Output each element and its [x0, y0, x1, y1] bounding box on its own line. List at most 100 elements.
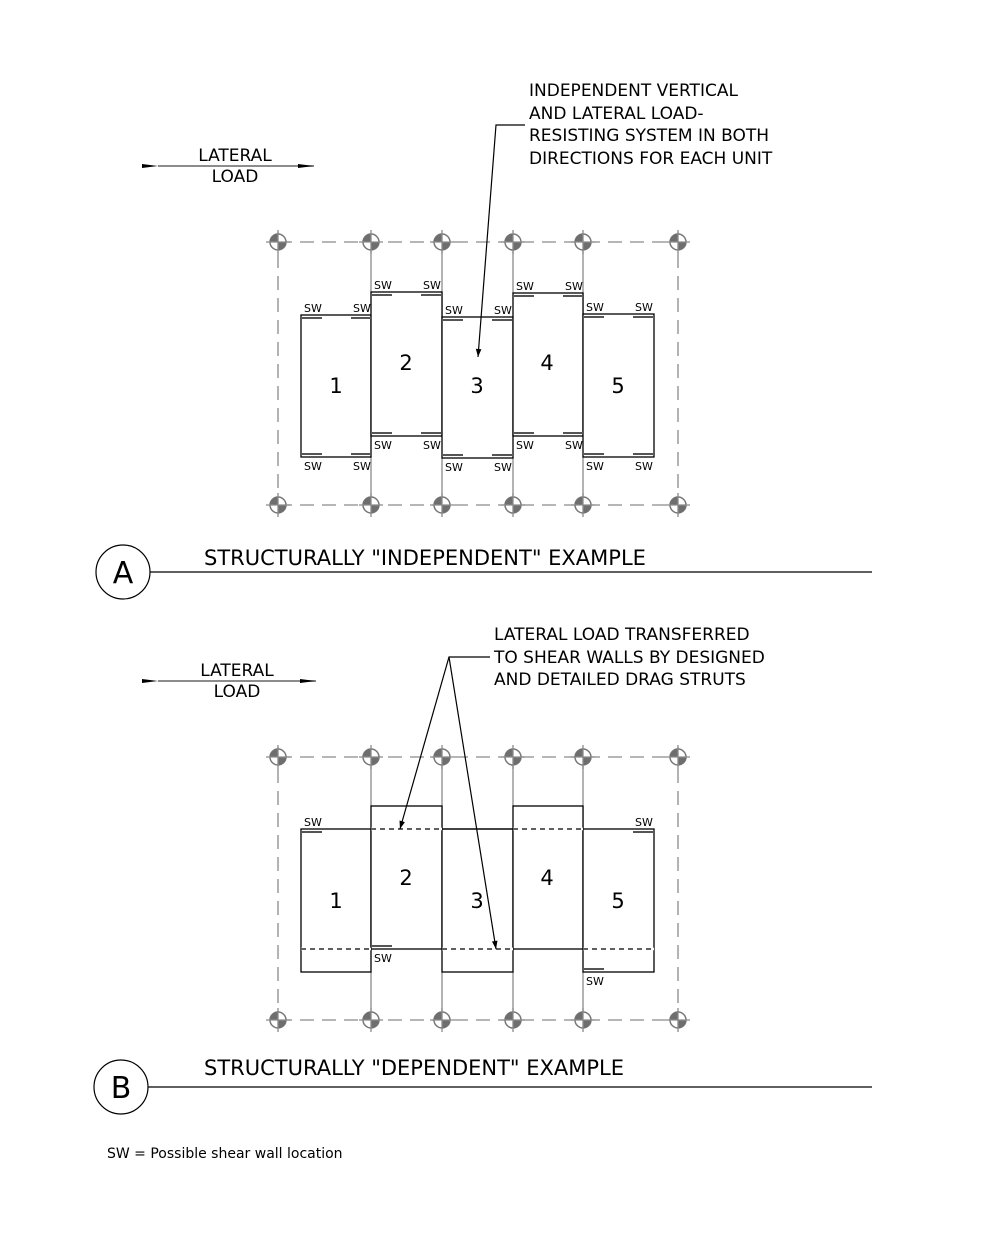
unit-box-1: [300, 314, 372, 458]
title-a: STRUCTURALLY "INDEPENDENT" EXAMPLE: [204, 546, 646, 570]
shear-wall-marker: SW: [421, 279, 441, 296]
grid-marker-icon: [266, 1008, 290, 1032]
grid-marker-icon: [266, 745, 290, 769]
shear-wall-label: SW: [516, 439, 534, 452]
unit-box-3: [441, 316, 514, 459]
unit-label-1: 1: [329, 889, 342, 913]
grid-marker-icon: [501, 745, 525, 769]
shear-wall-marker: SW: [443, 304, 463, 321]
unit-label-1: 1: [329, 374, 342, 398]
unit-box-5: [582, 313, 655, 458]
legend-text: SW = Possible shear wall location: [107, 1146, 343, 1162]
section-letter-a: A: [113, 556, 134, 591]
shear-wall-marker: SW: [584, 968, 604, 988]
section-title-a: A STRUCTURALLY "INDEPENDENT" EXAMPLE: [95, 544, 872, 600]
shear-wall-label: SW: [586, 301, 604, 314]
shear-wall-marker: SW: [351, 453, 371, 473]
unit-label-3: 3: [470, 374, 483, 398]
lateral-load-arrow-b: LATERAL LOAD: [142, 661, 316, 702]
note-b-line3: AND DETAILED DRAG STRUTS: [494, 670, 746, 690]
grid-marker-icon: [571, 745, 595, 769]
shear-wall-marker: SW: [584, 453, 604, 473]
grid-marker-icon: [359, 1008, 383, 1032]
grid-marker-icon: [359, 230, 383, 254]
shear-wall-label: SW: [423, 279, 441, 292]
lateral-label-line1: LATERAL: [200, 661, 274, 681]
lateral-load-arrow-a: LATERAL LOAD: [142, 146, 314, 187]
shear-wall-label: SW: [304, 460, 322, 473]
grid-marker-icon: [430, 1008, 454, 1032]
shear-wall-label: SW: [586, 975, 604, 988]
leader-a: [475, 124, 525, 358]
grid-marker-icon: [430, 493, 454, 517]
shear-wall-label: SW: [374, 439, 392, 452]
shear-wall-marker: SW: [302, 453, 322, 473]
shear-wall-marker: SW: [492, 454, 512, 474]
lateral-label-line1: LATERAL: [198, 146, 272, 166]
unit-label-4: 4: [540, 866, 553, 890]
grid-marker-icon: [266, 230, 290, 254]
lateral-label-line2: LOAD: [212, 167, 259, 187]
shear-wall-marker: SW: [633, 816, 653, 833]
note-b: LATERAL LOAD TRANSFERRED TO SHEAR WALLS …: [493, 625, 765, 690]
grid-marker-icon: [571, 1008, 595, 1032]
grid-marker-icon: [501, 230, 525, 254]
grid-marker-icon: [666, 745, 690, 769]
grid-marker-icon: [501, 493, 525, 517]
shear-wall-marker: SW: [563, 280, 583, 297]
leader-arrow-icon: [399, 656, 490, 830]
shear-wall-label: SW: [494, 304, 512, 317]
diagram-a: LATERAL LOAD INDEPENDENT VERTICAL AND LA…: [95, 81, 872, 600]
shear-wall-marker: SW: [514, 432, 534, 452]
grid-marker-icon: [501, 1008, 525, 1032]
shear-wall-marker: SW: [492, 304, 512, 321]
shear-wall-marker: SW: [563, 432, 583, 452]
shear-wall-label: SW: [353, 302, 371, 315]
grid-marker-icon: [430, 745, 454, 769]
leader-b: [399, 656, 498, 950]
shear-wall-marker: SW: [633, 301, 653, 318]
note-b-line1: LATERAL LOAD TRANSFERRED: [494, 625, 750, 645]
shear-wall-marker: SW: [372, 945, 392, 965]
shear-wall-marker: SW: [584, 301, 604, 318]
unit-label-4: 4: [540, 351, 553, 375]
lateral-label-line2: LOAD: [214, 682, 261, 702]
note-a: INDEPENDENT VERTICAL AND LATERAL LOAD- R…: [529, 81, 773, 169]
note-a-line4: DIRECTIONS FOR EACH UNIT: [529, 149, 773, 169]
shear-wall-marker: SW: [633, 453, 653, 473]
shear-wall-label: SW: [586, 460, 604, 473]
shear-wall-marker: SW: [302, 302, 322, 319]
shear-wall-label: SW: [565, 439, 583, 452]
unit-label-5: 5: [611, 889, 624, 913]
shear-wall-label: SW: [635, 816, 653, 829]
shear-wall-label: SW: [635, 301, 653, 314]
shear-wall-label: SW: [565, 280, 583, 293]
grid-marker-icon: [571, 230, 595, 254]
unit-label-3: 3: [470, 889, 483, 913]
unit-box-4: [512, 292, 584, 437]
unit-box-2: [370, 291, 443, 437]
shear-wall-marker: SW: [443, 454, 463, 474]
unit-label-2: 2: [399, 351, 412, 375]
shear-wall-label: SW: [374, 952, 392, 965]
note-a-line2: AND LATERAL LOAD-: [529, 104, 704, 124]
grid-marker-icon: [359, 745, 383, 769]
grid-marker-icon: [359, 493, 383, 517]
shear-wall-label: SW: [516, 280, 534, 293]
shear-wall-marker: SW: [421, 432, 441, 452]
note-a-line3: RESISTING SYSTEM IN BOTH: [529, 126, 769, 146]
shear-wall-label: SW: [635, 460, 653, 473]
leader-arrow-icon: [448, 656, 498, 950]
shear-wall-label: SW: [445, 304, 463, 317]
grid-marker-icon: [266, 493, 290, 517]
shear-wall-label: SW: [304, 302, 322, 315]
shear-wall-label: SW: [445, 461, 463, 474]
shear-wall-label: SW: [423, 439, 441, 452]
section-letter-b: B: [111, 1071, 132, 1106]
shear-wall-marker: SW: [514, 280, 534, 297]
shear-wall-marker: SW: [372, 279, 392, 296]
shear-wall-label: SW: [353, 460, 371, 473]
shear-wall-marker: SW: [351, 302, 371, 319]
